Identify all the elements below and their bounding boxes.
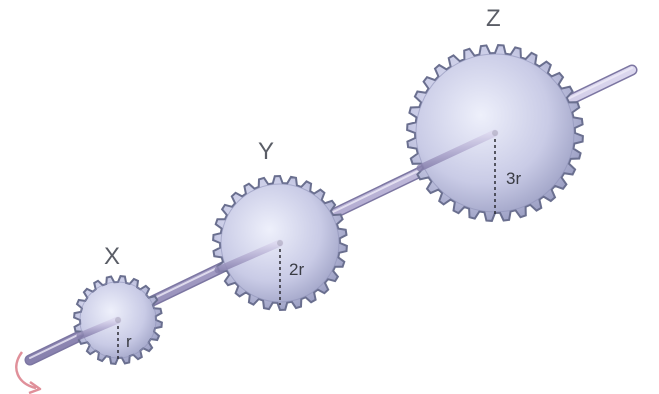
radius-label-z: 3r xyxy=(506,169,521,188)
gear-label-x: X xyxy=(104,243,120,270)
gear-label-z: Z xyxy=(486,5,501,32)
gear-x: r X xyxy=(73,243,163,365)
gear-z: 3r Z xyxy=(406,5,584,222)
radius-label-y: 2r xyxy=(289,260,304,279)
curved-arrow-icon xyxy=(15,351,42,394)
gear-y: 2r Y xyxy=(212,138,348,312)
shaft-front xyxy=(76,129,499,340)
radius-label-x: r xyxy=(126,332,132,351)
gear-label-y: Y xyxy=(258,138,274,165)
